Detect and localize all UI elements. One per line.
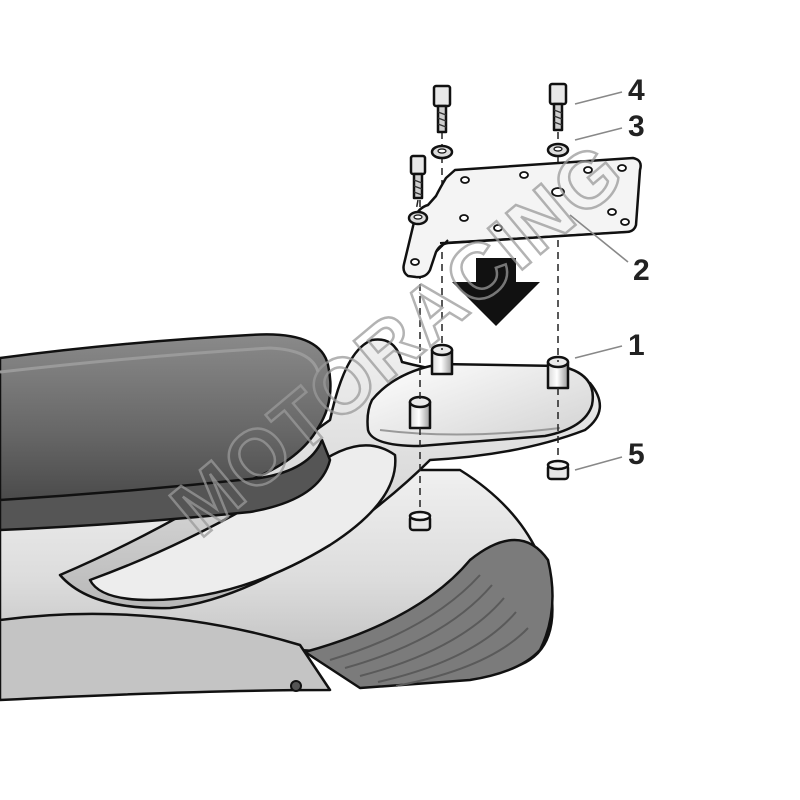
washer [546, 142, 570, 158]
nut [546, 459, 570, 481]
bolts [409, 82, 568, 200]
washers [407, 142, 570, 226]
seat [0, 333, 332, 532]
callout-1: 1 [628, 329, 645, 362]
down-arrow-icon [452, 258, 540, 326]
callout-5: 5 [628, 438, 645, 471]
bolt [432, 84, 452, 134]
bolt [548, 82, 568, 132]
callout-leaders [569, 91, 629, 471]
nut [408, 510, 432, 532]
callouts: 4 3 2 1 5 [628, 74, 650, 471]
footboard [303, 538, 554, 690]
spacer-cylinder [430, 343, 454, 376]
callout-2: 2 [633, 254, 650, 287]
callout-4: 4 [628, 74, 645, 107]
spacer-cylinder [408, 395, 432, 430]
washer [430, 144, 454, 160]
body-bolt [290, 680, 302, 692]
rear-fairing [58, 338, 601, 610]
nuts [408, 459, 570, 532]
washer [407, 210, 429, 226]
bolt [409, 154, 427, 200]
callout-3: 3 [628, 110, 645, 143]
mounting-plate [402, 156, 642, 279]
